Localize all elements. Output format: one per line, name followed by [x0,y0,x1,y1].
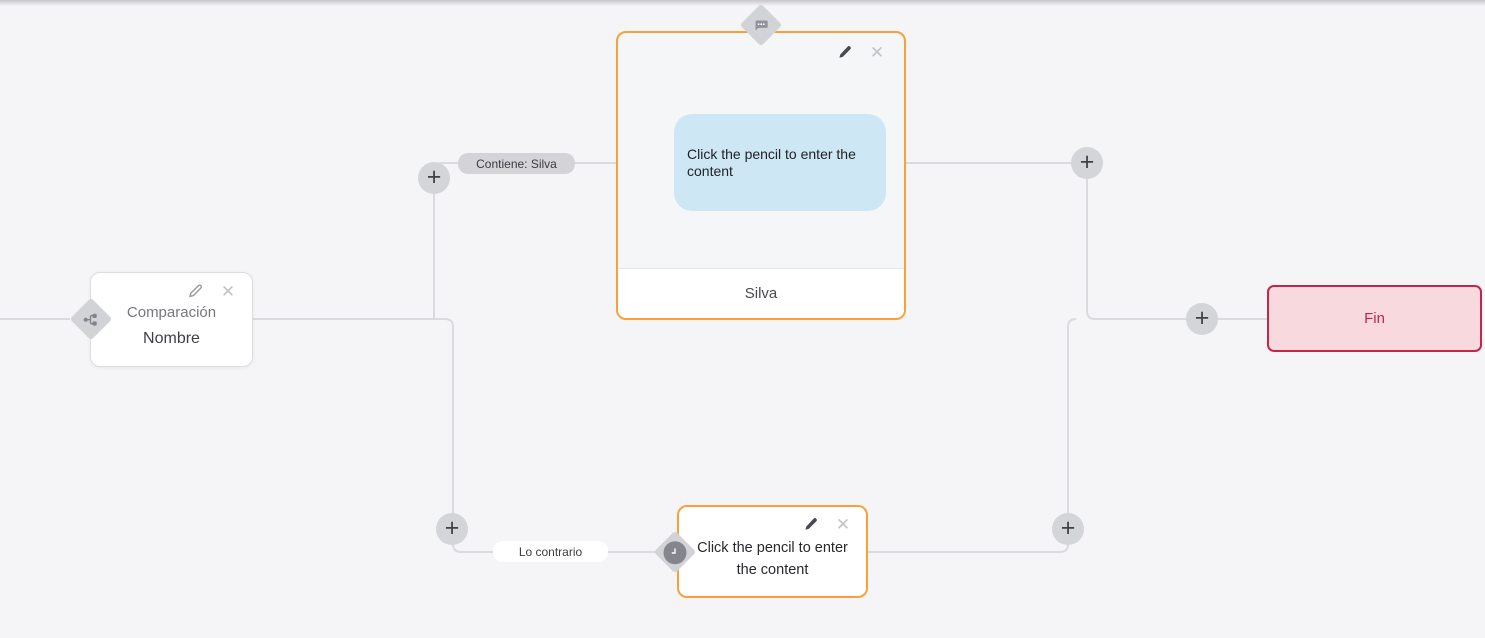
close-x-icon[interactable]: ✕ [220,281,236,301]
edge-label-otherwise[interactable]: Lo contrario [493,541,608,562]
add-node-button-top-left[interactable]: + [418,162,450,194]
plus-icon: + [1079,147,1095,176]
add-node-button-bottom-right[interactable]: + [1052,513,1084,545]
end-node[interactable]: Fin [1267,285,1482,352]
add-node-button-top-right[interactable]: + [1071,147,1103,179]
delay-type-diamond [653,530,697,574]
edge-message-to-end [906,162,1267,320]
add-node-button-bottom-left[interactable]: + [436,513,468,545]
plus-icon: + [444,513,460,542]
comparison-subtitle: Nombre [143,329,200,347]
message-footer-label: Silva [618,268,904,318]
edge-comparison-to-delay [253,318,677,553]
plus-icon: + [426,162,442,191]
close-x-icon[interactable]: ✕ [835,514,851,534]
plus-icon: + [1060,513,1076,542]
edge-label-match[interactable]: Contiene: Silva [458,153,575,174]
message-node[interactable]: ✕ Click the pencil to enter the content … [616,31,906,320]
delay-placeholder-text: Click the pencil to enter the content [697,540,848,579]
chat-bubble-dots-icon [752,16,770,34]
message-bubble: Click the pencil to enter the content [674,114,886,211]
close-x-icon[interactable]: ✕ [869,42,885,62]
add-node-button-before-end[interactable]: + [1186,303,1218,335]
edit-pencil-icon[interactable] [801,515,819,533]
message-placeholder-text: Click the pencil to enter the content [687,145,856,179]
comparison-type-diamond [69,297,113,341]
comparison-node[interactable]: ✕ Comparación Nombre [90,272,253,367]
edit-pencil-icon[interactable] [835,43,853,61]
comparison-title: Comparación [126,303,217,321]
edge-comparison-to-message [433,162,616,319]
end-node-label: Fin [1364,310,1385,327]
delay-node[interactable]: ✕ Click the pencil to enter the content [677,505,868,598]
edit-pencil-icon[interactable] [186,282,204,300]
edge-delay-to-end [868,318,1077,553]
branch-icon [83,311,100,328]
plus-icon: + [1194,303,1210,332]
clock-icon [663,540,687,564]
message-type-diamond [739,3,783,47]
